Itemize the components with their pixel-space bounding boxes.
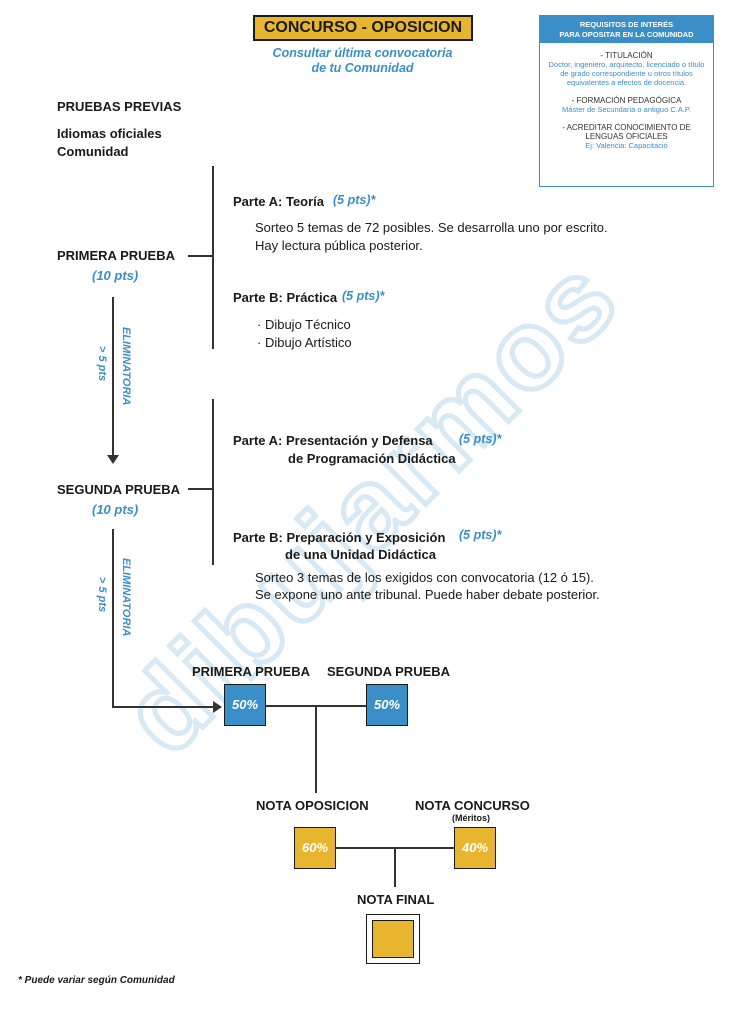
primera-partA-line2: Hay lectura pública posterior. <box>255 238 423 253</box>
primera-partA-points: (5 pts)* <box>333 193 376 207</box>
nota-final-box <box>366 914 420 964</box>
page-subtitle: Consultar última convocatoria de tu Comu… <box>240 46 485 76</box>
formacion-title: - FORMACIÓN PEDAGÓGICA <box>571 96 682 105</box>
formacion-text: Máster de Secundaria o antiguo C.A.P. <box>561 105 692 114</box>
segunda-bracket <box>212 399 214 565</box>
nota-concurso-box: 40% <box>454 827 496 869</box>
segunda-connector <box>188 488 213 490</box>
idiomas-text: Ej: Valencia: Capacitació <box>585 141 668 150</box>
previas-title: PRUEBAS PREVIAS <box>57 99 182 114</box>
nota-oposicion-label: NOTA OPOSICION <box>256 798 369 813</box>
weight-connector-vertical <box>315 705 317 793</box>
primera-connector <box>188 255 213 257</box>
primera-partA-label: Parte A: Teoría <box>233 194 325 209</box>
eliminatoria-label-1: ELIMINATORIA <box>120 327 132 406</box>
requirements-heading-line1: REQUISITOS DE INTERÉS <box>579 20 674 29</box>
segunda-partB-label-line1: Parte B: Preparación y Exposición <box>233 530 446 545</box>
weight-segunda-label: SEGUNDA PRUEBA <box>327 664 451 679</box>
nota-oposicion-box: 60% <box>294 827 336 869</box>
requirements-heading-line2: PARA OPOSITAR EN LA COMUNIDAD <box>559 30 694 39</box>
segunda-partA-label-line1: Parte A: Presentación y Defensa <box>233 433 433 448</box>
arrow-down-icon <box>107 455 119 464</box>
weight-primera-label: PRIMERA PRUEBA <box>192 664 310 679</box>
subtitle-line1: Consultar última convocatoria <box>272 46 453 60</box>
segunda-partA-label-line2: de Programación Didáctica <box>288 451 456 466</box>
titulacion-title: - TITULACIÓN <box>600 51 653 60</box>
primera-partB-points: (5 pts)* <box>342 289 385 303</box>
eliminatoria-threshold-1: > 5 pts <box>96 346 108 382</box>
primera-partB-item2: · Dibujo Artístico <box>257 335 352 350</box>
segunda-partB-line1: Sorteo 3 temas de los exigidos con convo… <box>255 570 594 585</box>
previas-line1: Idiomas oficiales <box>57 126 162 141</box>
segunda-title: SEGUNDA PRUEBA <box>57 482 181 497</box>
segunda-partB-line2: Se expone uno ante tribunal. Puede haber… <box>255 587 600 602</box>
requirements-heading: REQUISITOS DE INTERÉS PARA OPOSITAR EN L… <box>540 16 713 43</box>
subtitle-line2: de tu Comunidad <box>311 61 414 75</box>
eliminatoria-threshold-2: > 5 pts <box>96 577 108 613</box>
segunda-points: (10 pts) <box>92 502 139 517</box>
requirements-box: REQUISITOS DE INTERÉS PARA OPOSITAR EN L… <box>539 15 714 187</box>
weight-segunda-box: 50% <box>366 684 408 726</box>
eliminatoria-label-2: ELIMINATORIA <box>120 558 132 637</box>
primera-partB-label: Parte B: Práctica <box>233 290 338 305</box>
idiomas-title-line1: - ACREDITAR CONOCIMIENTO DE <box>562 123 691 132</box>
eliminatoria-arrow-line-2 <box>112 529 114 707</box>
nota-concurso-sub: (Méritos) <box>452 813 490 823</box>
final-connector-vertical <box>394 847 396 887</box>
primera-points: (10 pts) <box>92 268 139 283</box>
nota-concurso-label: NOTA CONCURSO <box>415 798 530 813</box>
weight-primera-box: 50% <box>224 684 266 726</box>
segunda-partA-points: (5 pts)* <box>459 432 502 446</box>
arrow-right-icon <box>213 701 222 713</box>
titulacion-text: Doctor, ingeniero, arquitecto, licenciad… <box>548 60 705 87</box>
eliminatoria-arrow-horizontal <box>112 706 215 708</box>
nota-final-fill <box>372 920 414 958</box>
segunda-partB-points: (5 pts)* <box>459 528 502 542</box>
footnote: * Puede variar según Comunidad <box>18 975 175 986</box>
eliminatoria-arrow-line-1 <box>112 297 114 457</box>
idiomas-title-line2: LENGUAS OFICIALES <box>585 132 668 141</box>
previas-line2: Comunidad <box>57 144 129 159</box>
segunda-partB-label-line2: de una Unidad Didáctica <box>285 547 436 562</box>
primera-title: PRIMERA PRUEBA <box>57 248 175 263</box>
page-title: CONCURSO - OPOSICION <box>253 15 473 41</box>
primera-partB-item1: · Dibujo Técnico <box>257 317 351 332</box>
nota-final-label: NOTA FINAL <box>357 892 435 907</box>
primera-bracket <box>212 166 214 349</box>
primera-partA-line1: Sorteo 5 temas de 72 posibles. Se desarr… <box>255 220 608 235</box>
